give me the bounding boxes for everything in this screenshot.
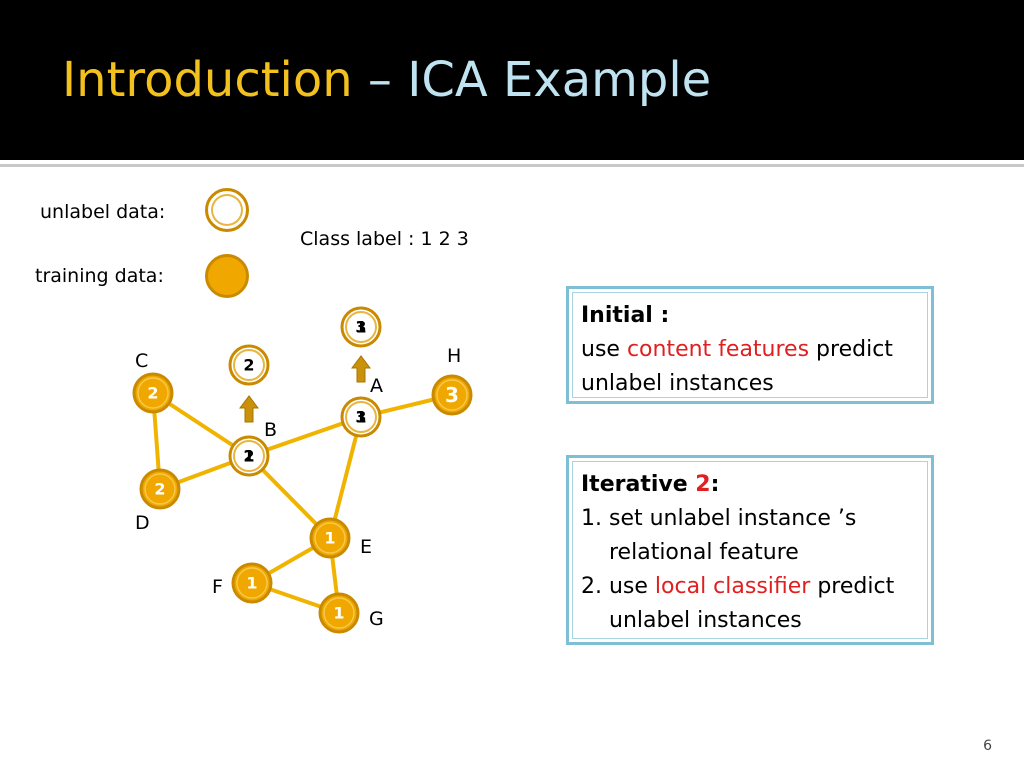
node-F-value: 1	[246, 574, 257, 593]
legend-training-label: training data:	[35, 265, 164, 287]
prediction-A	[340, 306, 382, 348]
class-label-text: Class label : 1 2 3	[300, 228, 469, 250]
node-H-label: H	[447, 345, 461, 367]
node-F-ring	[236, 567, 268, 599]
arrow-up-icon	[351, 355, 371, 383]
node-C	[132, 372, 174, 414]
prediction-B-value: 2	[243, 356, 254, 375]
node-A	[340, 396, 382, 438]
node-D-value: 2	[154, 480, 165, 499]
page-number: 6	[983, 738, 992, 754]
initial-highlight: content features	[626, 337, 810, 362]
legend-unlabel-label: unlabel data:	[40, 201, 166, 223]
node-E-ring	[314, 522, 346, 554]
node-G-value: 1	[333, 604, 344, 623]
initial-heading: Initial :	[581, 303, 670, 328]
legend-unlabel-swatch	[205, 188, 249, 232]
prediction-B-ring	[233, 349, 265, 381]
node-G	[318, 592, 360, 634]
node-A-overlay: 1	[355, 408, 366, 427]
node-D-label: D	[135, 512, 150, 534]
iterative-box: Iterative 2: 1. set unlabel instance ’s …	[566, 455, 934, 645]
node-G-ring	[323, 597, 355, 629]
node-A-value: 3	[355, 408, 366, 427]
node-B-ring	[233, 440, 265, 472]
node-C-value: 2	[147, 384, 158, 403]
node-A-label: A	[370, 375, 383, 397]
prediction-B	[228, 344, 270, 386]
legend-training-swatch	[205, 254, 249, 298]
node-A-ring	[345, 401, 377, 433]
arrow-up-icon	[239, 395, 259, 423]
node-B-label: B	[264, 419, 277, 441]
initial-line1-post: predict	[809, 337, 893, 362]
slide-title: Introduction – ICA Example	[62, 52, 711, 108]
node-B-overlay: 1	[243, 447, 254, 466]
iterative-colon: :	[710, 472, 720, 497]
node-H-value: 3	[445, 383, 459, 407]
node-F	[231, 562, 273, 604]
initial-box: Initial : use content features predict u…	[566, 286, 934, 404]
initial-line1-pre: use	[581, 337, 627, 362]
node-C-label: C	[135, 350, 148, 372]
iterative-item2-highlight: local classifier	[654, 574, 811, 599]
node-F-label: F	[212, 576, 223, 598]
node-G-label: G	[369, 608, 384, 630]
node-E-label: E	[360, 536, 372, 558]
node-E	[309, 517, 351, 559]
node-B-value: 2	[243, 447, 254, 466]
title-bar: Introduction – ICA Example	[0, 0, 1024, 160]
node-D-ring	[144, 473, 176, 505]
node-C-ring	[137, 377, 169, 409]
iterative-item1-cont: relational feature	[609, 540, 799, 565]
title-divider	[0, 164, 1024, 167]
edge-A-E	[328, 415, 363, 540]
iterative-item2-cont: unlabel instances	[609, 608, 802, 633]
node-B	[228, 435, 270, 477]
node-H	[431, 374, 473, 416]
node-D	[139, 468, 181, 510]
iterative-item2-post: predict	[810, 574, 895, 599]
iterative-item2-pre: 2. use	[581, 574, 655, 599]
prediction-A-value: 3	[355, 318, 366, 337]
title-main: Introduction	[62, 52, 353, 108]
node-H-ring	[436, 379, 468, 411]
prediction-A-ring	[345, 311, 377, 343]
iterative-heading: Iterative	[581, 472, 696, 497]
prediction-A-overlay: 1	[355, 318, 366, 337]
title-sub: ICA Example	[407, 52, 712, 108]
initial-line2: unlabel instances	[581, 371, 774, 396]
iterative-item1: 1. set unlabel instance ’s	[581, 506, 857, 531]
node-E-value: 1	[324, 529, 335, 548]
title-dash: –	[352, 52, 408, 108]
iterative-number: 2	[695, 472, 711, 497]
